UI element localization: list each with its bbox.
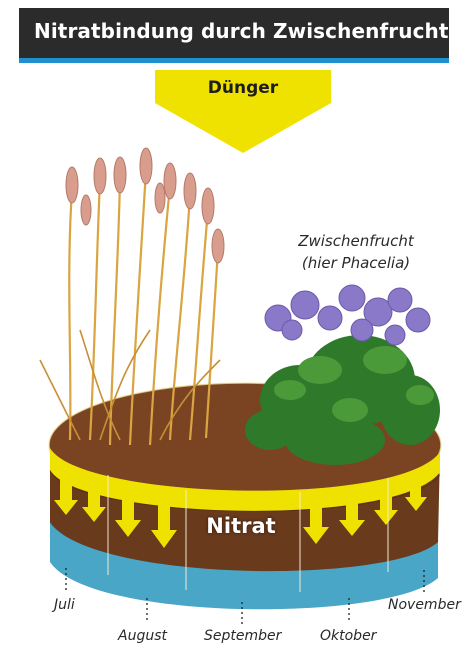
catch-crop-label: Zwischenfrucht	[266, 230, 446, 252]
month-november: November	[388, 597, 461, 613]
month-oktober: Oktober	[320, 628, 376, 644]
month-juli: Juli	[54, 597, 75, 613]
catch-crop-subtitle: (hier Phacelia)	[266, 252, 446, 274]
phacelia-plants	[245, 285, 440, 465]
month-september: September	[204, 628, 281, 644]
nitrate-label: Nitrat	[196, 510, 286, 542]
catch-crop-annotation: Zwischenfrucht (hier Phacelia)	[266, 230, 446, 274]
month-august: August	[118, 628, 167, 644]
